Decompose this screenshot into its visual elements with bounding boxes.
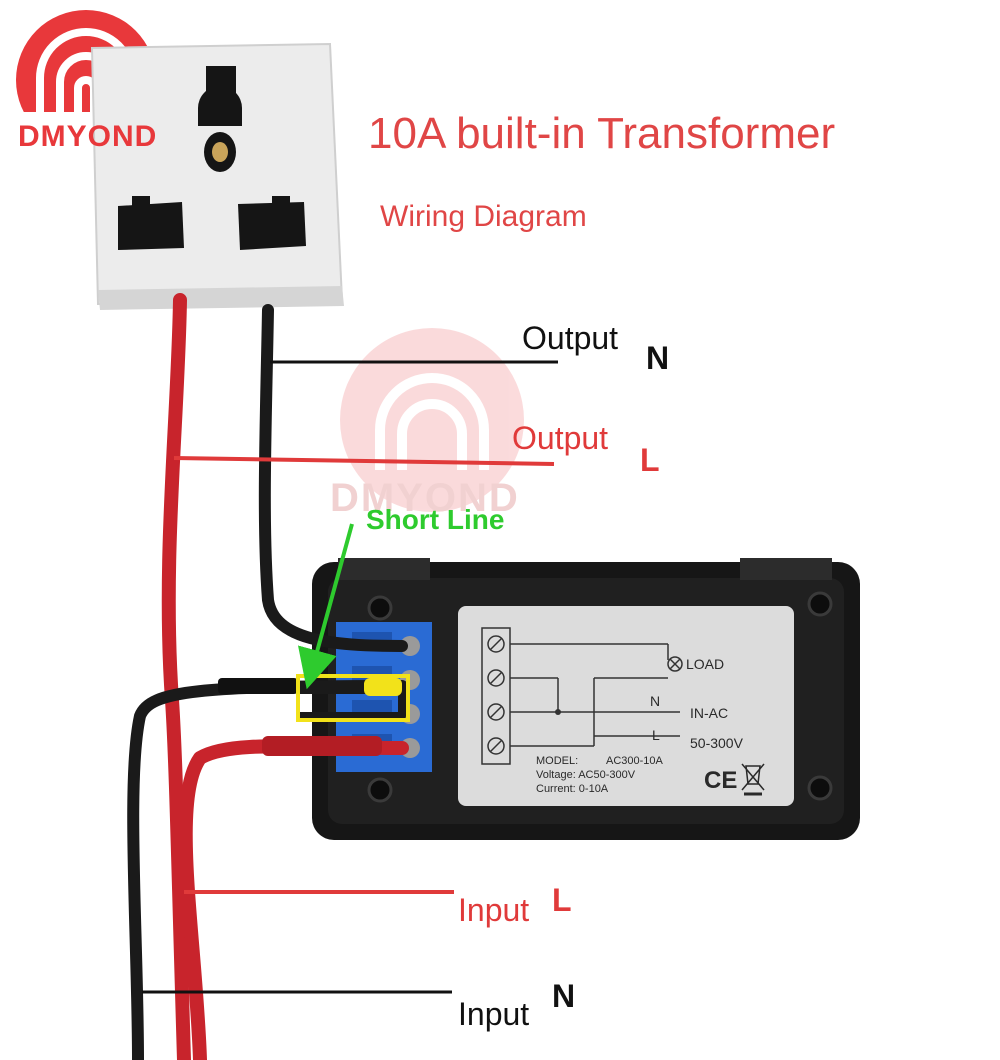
panel-current: Current: 0-10A	[536, 783, 609, 795]
input-n-label: Input	[458, 996, 530, 1032]
panel-n-label: N	[650, 693, 660, 709]
socket	[90, 42, 344, 310]
short-line-arrow	[297, 523, 354, 690]
wires	[127, 293, 409, 1060]
meter-module: LOAD N IN-AC L 50-300V MODEL: AC300-10A …	[312, 558, 860, 840]
ce-mark: CE	[704, 767, 737, 794]
short-line-highlight	[296, 674, 410, 722]
output-l-letter: L	[640, 442, 660, 478]
panel-l-label: L	[652, 727, 660, 743]
panel-model-label: MODEL:	[536, 755, 578, 767]
panel-load-label: LOAD	[686, 656, 724, 672]
panel-range-label: 50-300V	[690, 735, 744, 751]
output-l-label: Output	[512, 420, 609, 456]
diagram-subtitle: Wiring Diagram	[380, 200, 587, 233]
panel-in-ac-label: IN-AC	[690, 705, 728, 721]
watermark-logo-icon	[340, 328, 524, 512]
input-l-label: Input	[458, 892, 530, 928]
short-line-label: Short Line	[366, 504, 505, 535]
output-n-label: Output	[522, 320, 619, 356]
output-n-letter: N	[646, 340, 670, 376]
input-n-letter: N	[552, 978, 576, 1014]
panel-model-value: AC300-10A	[606, 755, 664, 767]
output-l-line	[173, 456, 555, 466]
panel-voltage: Voltage: AC50-300V	[536, 769, 636, 781]
red-wire-socket	[161, 293, 191, 1060]
input-l-letter: L	[552, 882, 572, 918]
weee-bin-icon	[741, 763, 765, 796]
watermark-text: DMYOND	[330, 476, 520, 520]
brand-name: DMYOND	[18, 120, 158, 153]
short-link-wire	[296, 686, 406, 720]
diagram-title: 10A built-in Transformer	[368, 109, 836, 158]
black-wire-socket	[258, 304, 408, 652]
